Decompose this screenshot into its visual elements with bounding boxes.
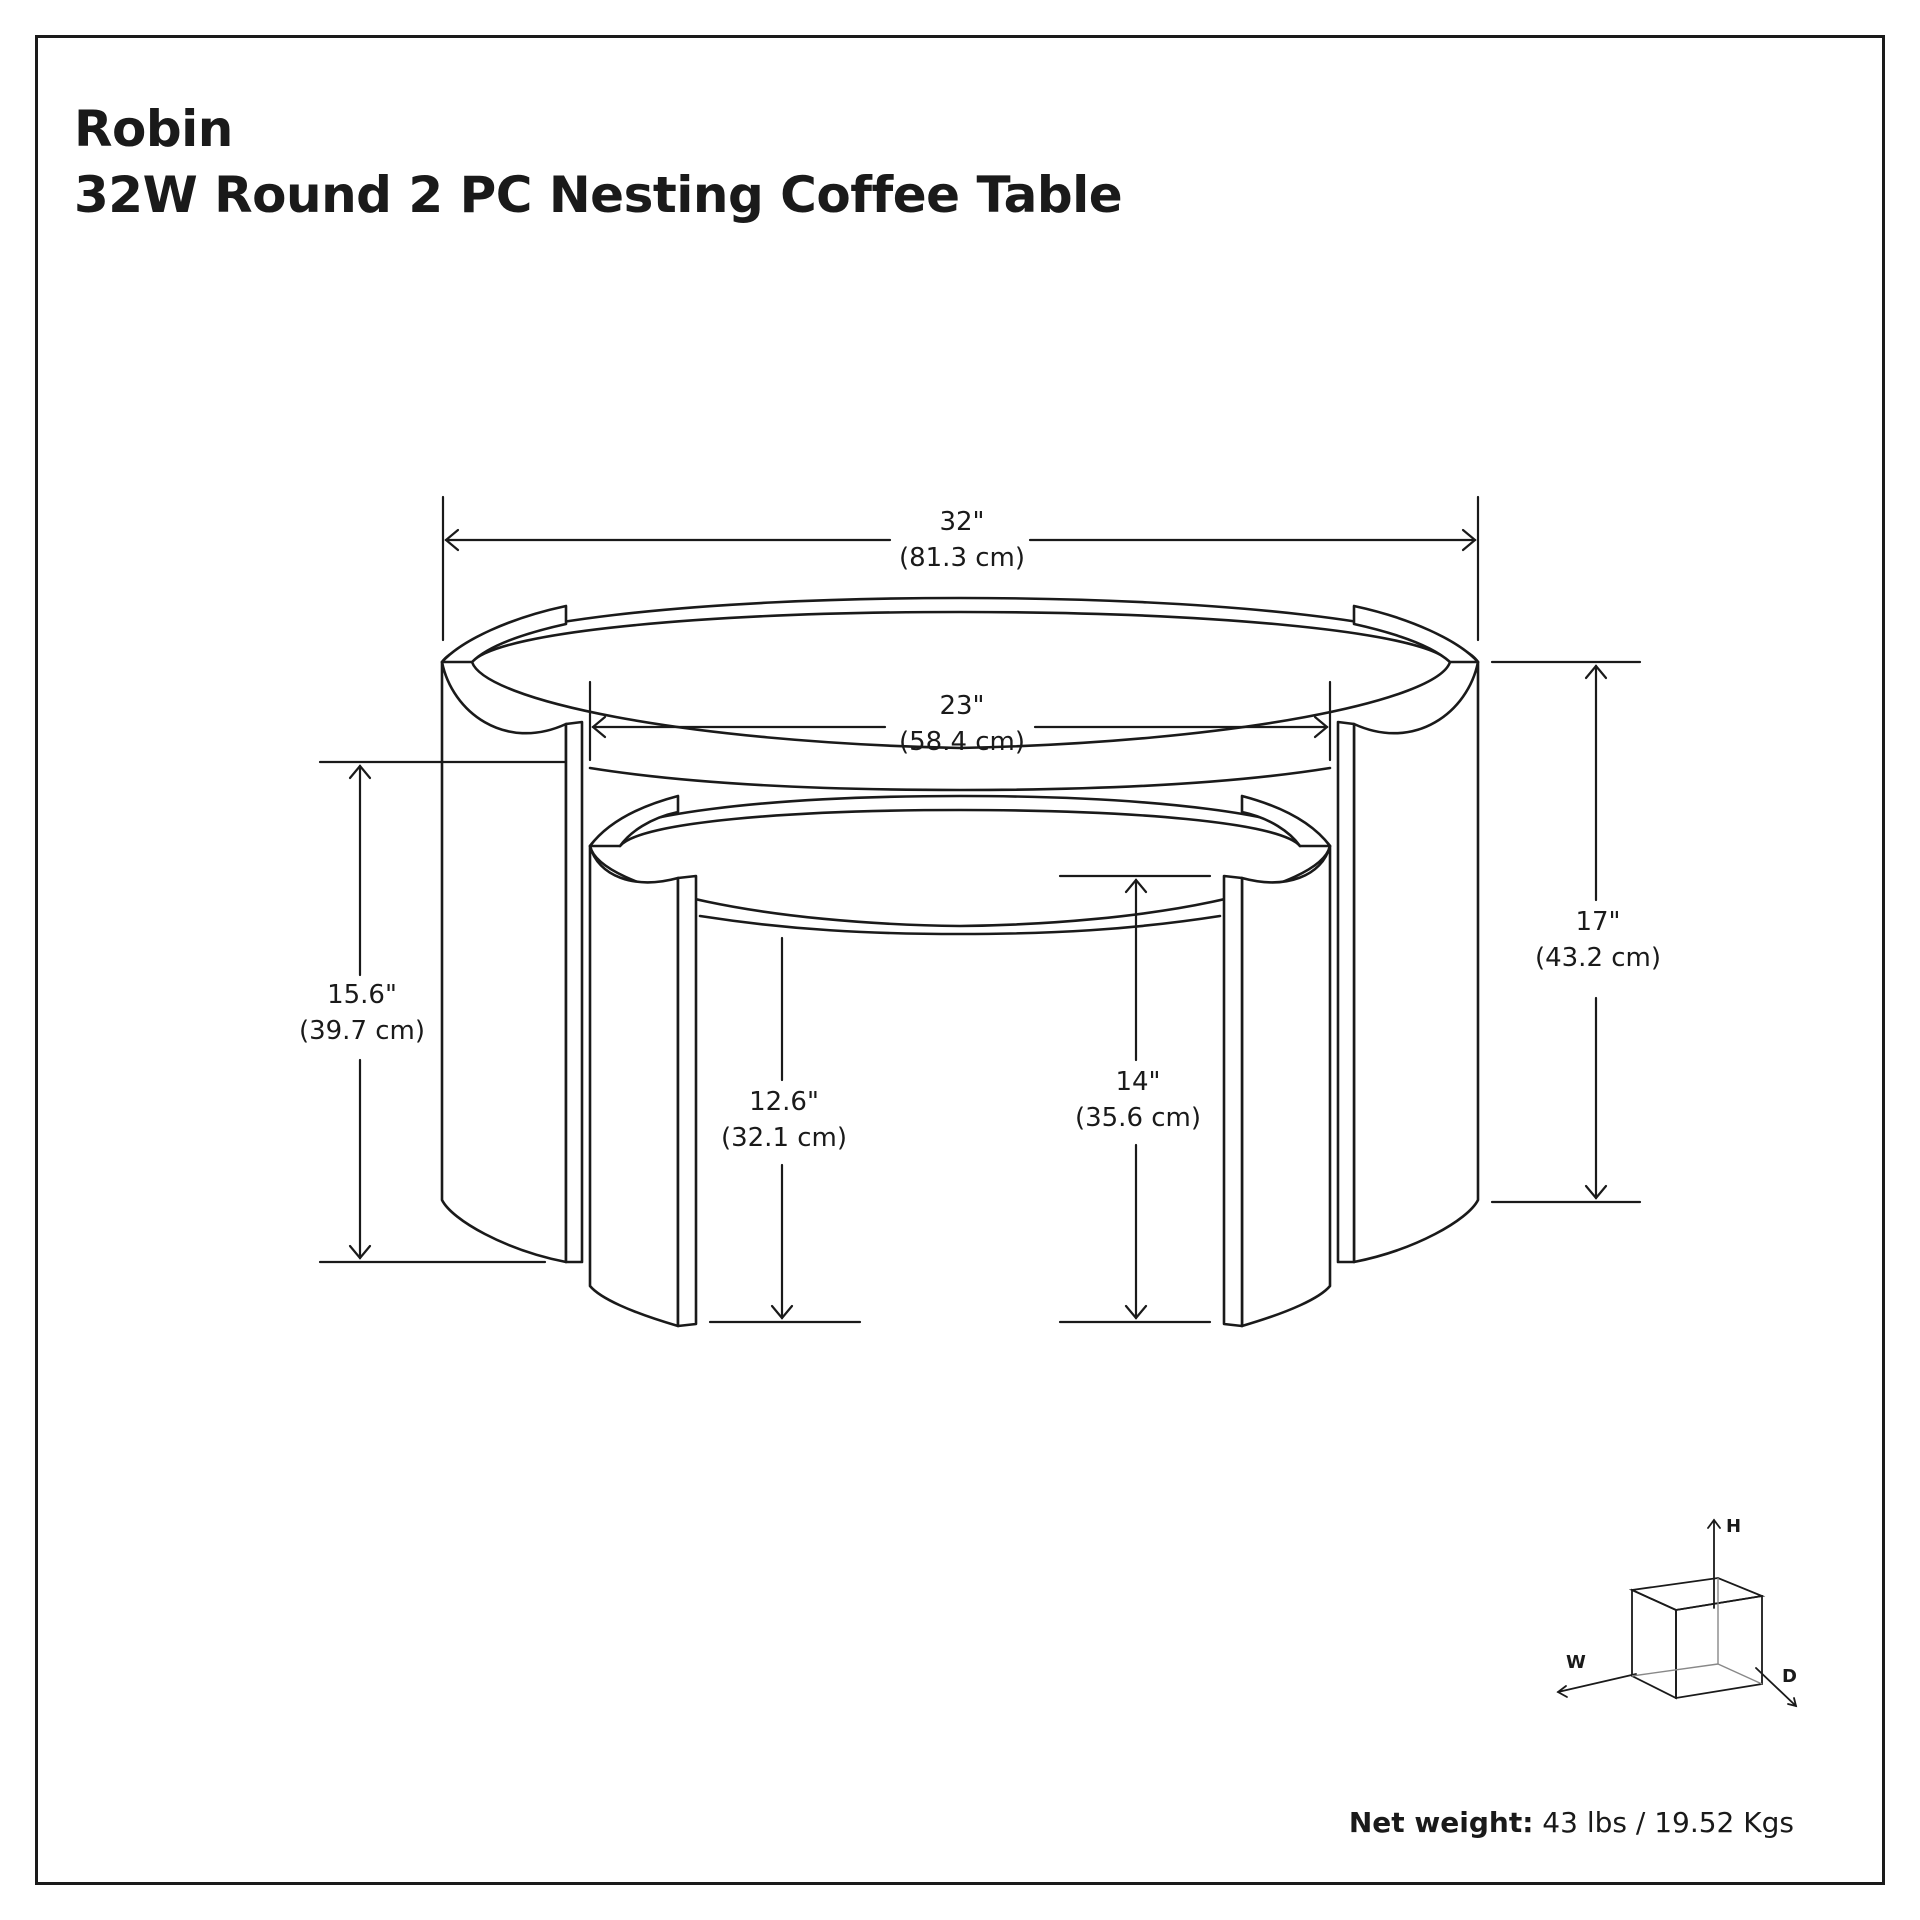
large-table-left-leg-face	[564, 720, 584, 1264]
large-table	[440, 596, 1480, 1264]
net-weight: Net weight: 43 lbs / 19.52 Kgs	[1349, 1806, 1794, 1839]
small-table	[588, 794, 1332, 1328]
net-weight-label: Net weight:	[1348, 1806, 1534, 1839]
large-table-top-inner	[470, 610, 1452, 664]
dimension-left-height	[318, 760, 568, 1264]
small-width-cm: (58.4 cm)	[899, 727, 1025, 757]
product-name: 32W Round 2 PC Nesting Coffee Table	[74, 166, 1123, 224]
dimension-large-width	[441, 495, 1480, 642]
page-title: Robin 32W Round 2 PC Nesting Coffee Tabl…	[74, 96, 1123, 228]
left-height-cm: (39.7 cm)	[299, 1016, 425, 1046]
diagram-frame	[35, 35, 1885, 1885]
large-height-inches: 17"	[1575, 907, 1620, 937]
large-table-glass-bottom	[588, 766, 1332, 792]
dimension-small-height	[1058, 874, 1212, 1324]
large-width-cm: (81.3 cm)	[899, 543, 1025, 573]
brand-name: Robin	[74, 100, 233, 158]
small-clearance-cm: (32.1 cm)	[721, 1123, 847, 1153]
small-table-top-inner	[618, 808, 1302, 848]
small-table-right-leg-face	[1222, 874, 1244, 1328]
large-table-left-leg	[440, 660, 568, 1264]
small-table-left-leg	[588, 844, 680, 1328]
large-table-left-leg-top	[440, 604, 568, 664]
small-height-cm: (35.6 cm)	[1075, 1103, 1201, 1133]
axis-w-label: W	[1566, 1652, 1586, 1673]
small-clearance-inches: 12.6"	[749, 1087, 819, 1117]
net-weight-value: 43 lbs / 19.52 Kgs	[1533, 1806, 1794, 1839]
small-table-left-leg-face	[676, 874, 698, 1328]
axis-h-label: H	[1726, 1516, 1741, 1537]
large-width-inches: 32"	[939, 507, 984, 537]
dimension-large-height	[1490, 660, 1642, 1204]
small-table-top	[588, 794, 1332, 928]
small-table-glass-bottom	[698, 914, 1222, 936]
large-table-glass-top	[470, 660, 1452, 750]
axis-d-label: D	[1782, 1666, 1797, 1687]
axis-cube-icon: H W D	[1556, 1516, 1798, 1708]
dimension-small-width	[588, 680, 1332, 762]
small-table-right-leg-top	[1240, 794, 1332, 848]
dimension-small-clearance	[708, 936, 862, 1324]
large-table-right-leg	[1352, 660, 1480, 1264]
small-table-right-leg	[1240, 844, 1332, 1328]
large-table-right-leg-top	[1352, 604, 1480, 664]
left-height-inches: 15.6"	[327, 980, 397, 1010]
large-height-cm: (43.2 cm)	[1535, 943, 1661, 973]
large-table-right-leg-face	[1336, 720, 1356, 1264]
small-table-left-leg-top	[588, 794, 680, 848]
small-width-inches: 23"	[939, 691, 984, 721]
small-height-inches: 14"	[1115, 1067, 1160, 1097]
